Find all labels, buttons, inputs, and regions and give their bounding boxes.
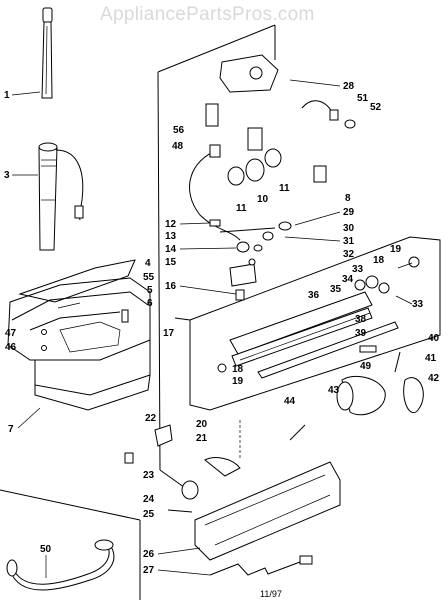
part-pulley-group: [189, 103, 327, 241]
label-part-50: 50: [40, 544, 52, 555]
label-part-25: 25: [143, 509, 155, 520]
label-part-4: 4: [145, 258, 151, 269]
label-part-3: 3: [4, 170, 10, 181]
label-part-18b: 18: [232, 364, 244, 375]
label-part-27: 27: [143, 565, 155, 576]
label-part-18a: 18: [373, 255, 385, 266]
part-hose-inset: [0, 489, 141, 600]
label-part-44: 44: [284, 396, 296, 407]
label-part-15: 15: [165, 257, 177, 268]
label-part-1: 1: [4, 90, 10, 101]
label-part-33a: 33: [352, 264, 364, 275]
label-part-11a: 11: [236, 203, 247, 214]
label-part-28: 28: [343, 81, 355, 92]
label-part-23: 23: [143, 470, 155, 481]
part-linkage-group: [209, 219, 292, 301]
label-part-36: 36: [308, 290, 320, 301]
label-part-17: 17: [163, 328, 175, 339]
date-code: 11/97: [260, 589, 282, 599]
label-part-16: 16: [165, 281, 177, 292]
part-lower-base: [124, 420, 341, 576]
label-part-26: 26: [143, 549, 155, 560]
label-part-24: 24: [143, 494, 155, 505]
label-part-42: 42: [428, 373, 440, 384]
label-part-8: 8: [345, 193, 351, 204]
label-part-52: 52: [370, 102, 382, 113]
label-part-39: 39: [355, 328, 367, 339]
label-part-13: 13: [165, 231, 177, 242]
watermark-text: AppliancePartsPros.com: [100, 4, 315, 25]
label-part-7: 7: [8, 424, 14, 435]
label-part-49: 49: [360, 361, 372, 372]
label-part-33b: 33: [412, 299, 424, 310]
label-part-22: 22: [145, 413, 157, 424]
label-part-48: 48: [172, 141, 184, 152]
label-part-29: 29: [343, 207, 355, 218]
label-part-5: 5: [147, 285, 153, 296]
label-part-19a: 19: [390, 244, 402, 255]
label-part-31: 31: [343, 236, 355, 247]
label-part-10: 10: [257, 194, 269, 205]
label-part-38: 38: [355, 314, 367, 325]
label-part-12: 12: [165, 219, 177, 230]
label-part-51: 51: [357, 93, 369, 104]
callout-labels: 1 3 4 55 5 6 47 46 7 28 51 52 56 48 11 1…: [4, 79, 440, 578]
label-part-40: 40: [428, 333, 440, 344]
label-part-55: 55: [143, 272, 155, 283]
label-part-43: 43: [328, 385, 340, 396]
part-brushroll-box: [174, 236, 441, 411]
label-part-21: 21: [196, 433, 208, 444]
label-part-46: 46: [5, 342, 17, 353]
label-part-11b: 11: [279, 183, 290, 194]
part-hood-and-base: [7, 259, 151, 411]
label-part-32: 32: [343, 249, 355, 260]
label-part-20: 20: [196, 419, 208, 430]
label-part-6: 6: [147, 298, 153, 309]
part-motor-group: [289, 345, 424, 441]
part-upper-handle: [41, 7, 53, 99]
label-part-30: 30: [343, 223, 355, 234]
label-part-41: 41: [425, 353, 437, 364]
label-part-14: 14: [165, 244, 177, 255]
label-part-35: 35: [330, 284, 342, 295]
label-part-34: 34: [342, 274, 354, 285]
part-switch-assembly: [219, 54, 356, 129]
label-part-19b: 19: [232, 376, 244, 387]
label-part-47: 47: [5, 328, 17, 339]
part-lower-handle: [38, 142, 84, 251]
label-part-56: 56: [173, 125, 185, 136]
